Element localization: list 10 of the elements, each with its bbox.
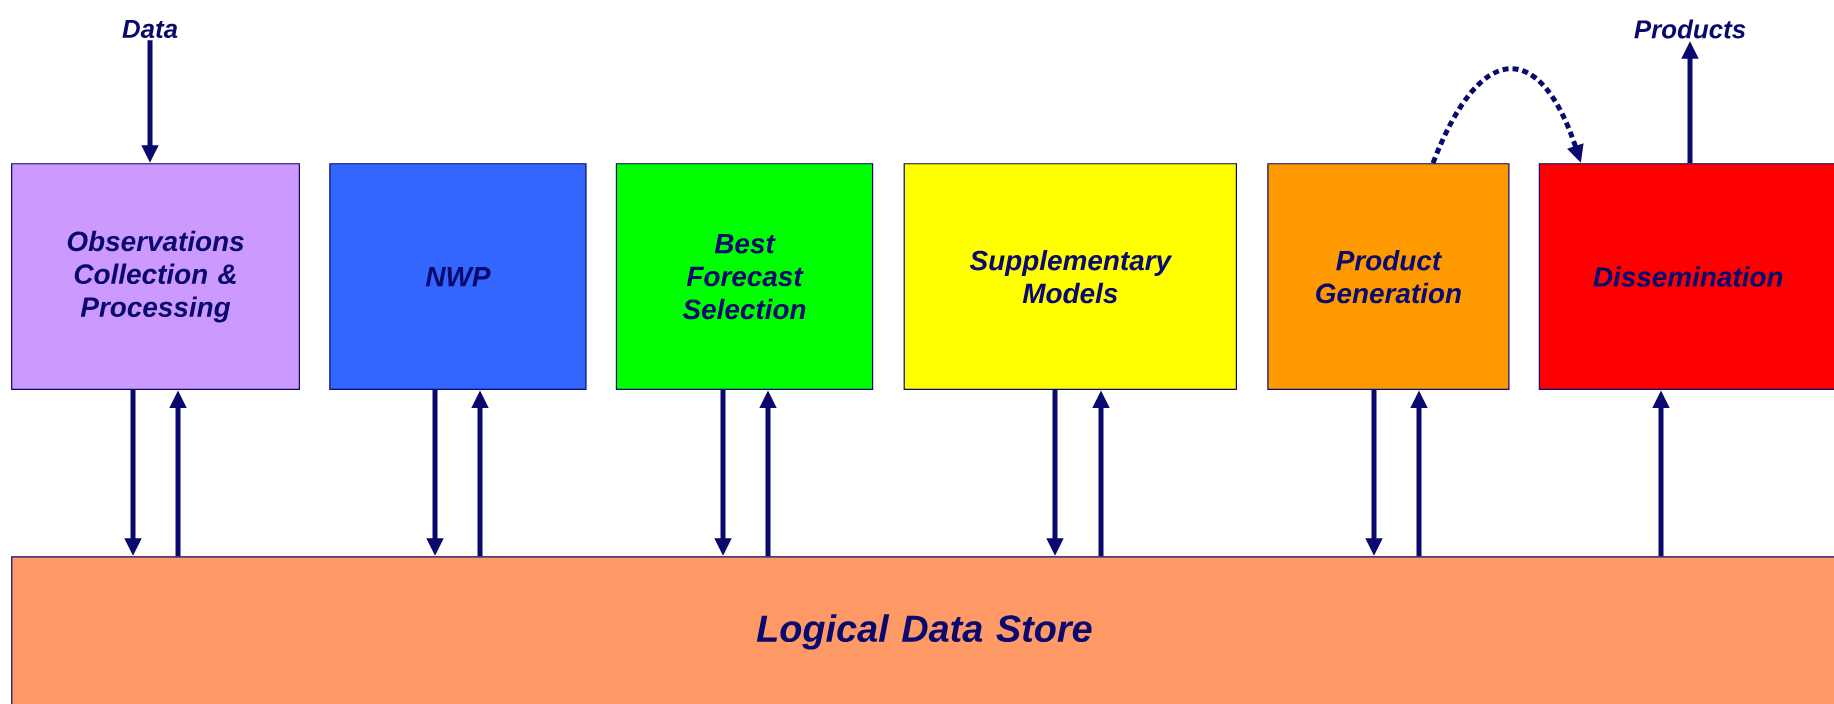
process-box: Best Forecast Selection [615,163,874,391]
process-box: NWP [329,163,587,391]
flow-label: Products [1634,19,1746,39]
flow-label: Data [122,19,178,39]
data-store-box: Logical Data Store [11,556,1834,704]
curved-arrow [1430,66,1584,165]
process-box: Dissemination [1538,163,1834,391]
process-box: Supplementary Models [903,163,1237,391]
process-box: Product Generation [1267,163,1510,391]
process-box: Observations Collection & Processing [11,163,300,391]
